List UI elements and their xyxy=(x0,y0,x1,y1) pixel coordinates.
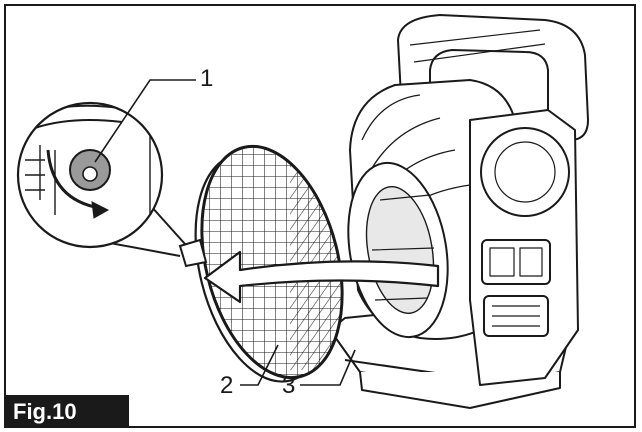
figure-label: Fig.10 xyxy=(5,395,129,428)
leader-lines xyxy=(94,79,356,386)
magnifier-detail xyxy=(16,101,186,257)
callout-1: 1 xyxy=(200,65,214,92)
removal-arrow xyxy=(203,250,440,304)
callout-2: 2 xyxy=(220,372,234,399)
blower-body xyxy=(329,14,589,409)
callout-3: 3 xyxy=(282,372,296,399)
